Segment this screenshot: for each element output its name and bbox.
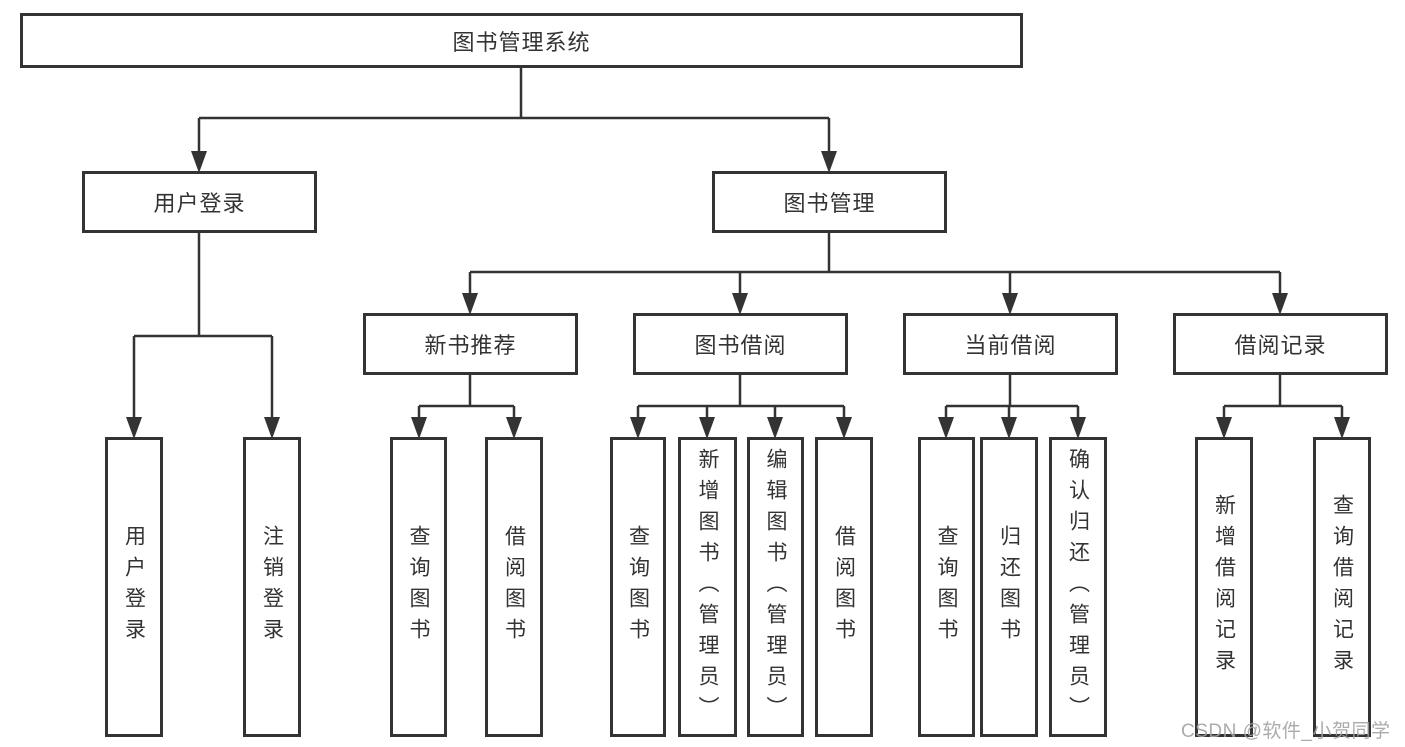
leaf-label: 确认归还（管理员） <box>1066 447 1090 727</box>
node-user-login: 用户登录 <box>82 171 317 233</box>
node-current-borrowing: 当前借阅 <box>903 313 1118 375</box>
node-leaf-logout: 注销登录 <box>243 437 301 737</box>
leaf-label: 注销登录 <box>260 525 284 649</box>
leaf-label: 查询图书 <box>626 525 650 649</box>
node-leaf-user-login: 用户登录 <box>105 437 163 737</box>
leaf-label: 借阅图书 <box>502 525 526 649</box>
node-leaf-confirm-return-admin: 确认归还（管理员） <box>1049 437 1107 737</box>
leaf-label: 查询借阅记录 <box>1330 494 1354 680</box>
node-leaf-edit-books-admin: 编辑图书（管理员） <box>747 437 804 737</box>
leaf-label: 新增借阅记录 <box>1212 494 1236 680</box>
leaf-label: 查询图书 <box>935 525 958 649</box>
leaf-label: 借阅图书 <box>832 525 856 649</box>
leaf-label: 归还图书 <box>997 525 1021 649</box>
node-book-management: 图书管理 <box>712 171 947 233</box>
node-leaf-query-books-recommend: 查询图书 <box>390 437 447 737</box>
leaf-label: 编辑图书（管理员） <box>764 447 787 727</box>
node-leaf-add-books-admin: 新增图书（管理员） <box>678 437 737 737</box>
csdn-watermark: CSDN @软件_小贺同学 <box>1181 721 1391 742</box>
node-leaf-add-borrow-record: 新增借阅记录 <box>1195 437 1253 737</box>
leaf-label: 用户登录 <box>122 525 146 649</box>
node-leaf-borrow-books: 借阅图书 <box>815 437 873 737</box>
node-library-management-system: 图书管理系统 <box>20 13 1023 68</box>
node-leaf-query-borrow-record: 查询借阅记录 <box>1313 437 1371 737</box>
node-borrow-records: 借阅记录 <box>1173 313 1388 375</box>
connector-arrowheads <box>126 151 1350 439</box>
node-book-borrowing: 图书借阅 <box>633 313 848 375</box>
node-leaf-query-books-borrowing: 查询图书 <box>610 437 666 737</box>
leaf-label: 查询图书 <box>407 525 430 649</box>
node-new-book-recommend: 新书推荐 <box>363 313 578 375</box>
connector-strokes <box>132 68 1344 418</box>
node-leaf-borrow-books-recommend: 借阅图书 <box>485 437 543 737</box>
node-leaf-query-books-current: 查询图书 <box>918 437 975 737</box>
leaf-label: 新增图书（管理员） <box>696 447 719 727</box>
node-leaf-return-books: 归还图书 <box>980 437 1038 737</box>
